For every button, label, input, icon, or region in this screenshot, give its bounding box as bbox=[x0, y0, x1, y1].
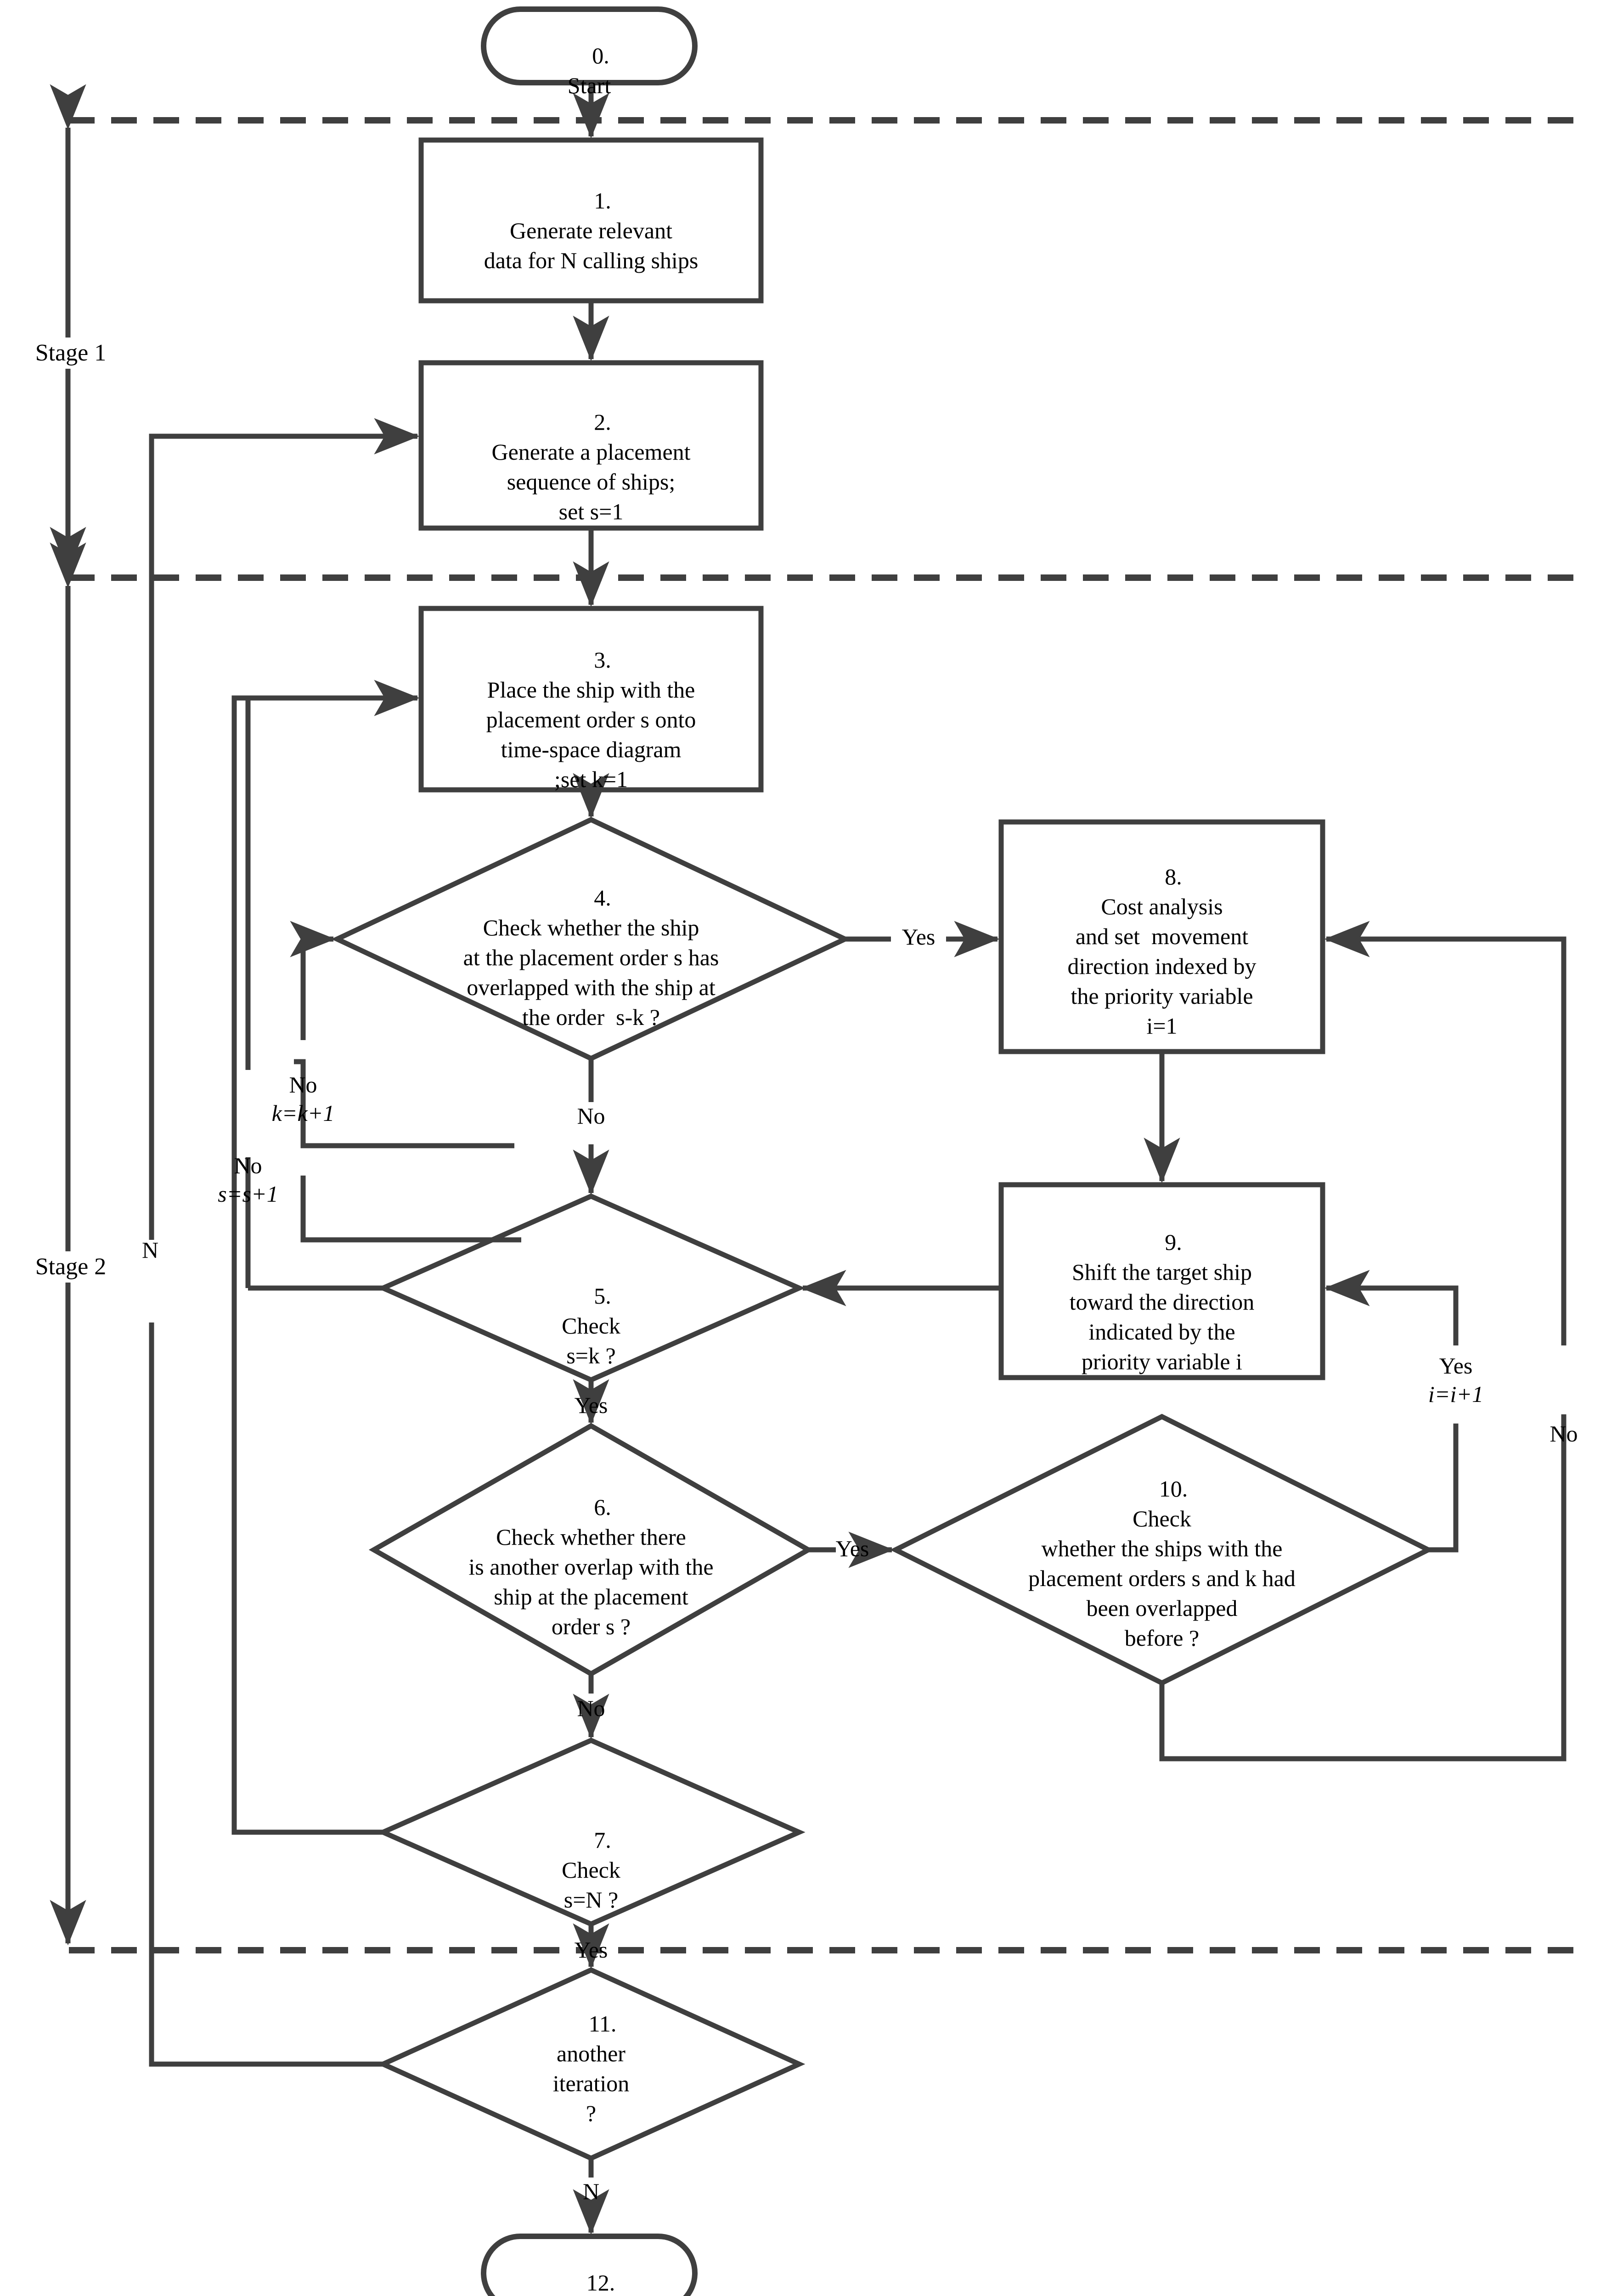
edge-10-no-a bbox=[1159, 1414, 1567, 1761]
node-shape-4 bbox=[331, 816, 851, 1062]
edge-10-yes-b bbox=[1324, 1270, 1459, 1345]
edge-10-no-b bbox=[1324, 921, 1567, 1345]
edge-4-no-loop bbox=[294, 1059, 514, 1148]
node-shape-6 bbox=[368, 1423, 814, 1677]
node-shape-start bbox=[481, 6, 698, 85]
edge-10-yes-a bbox=[1428, 1424, 1459, 1553]
edge-4-no-loop-e bbox=[300, 1176, 521, 1243]
node-shape-5 bbox=[377, 1193, 806, 1383]
node-shape-1 bbox=[418, 137, 764, 304]
edge-5-no-loop-c bbox=[245, 680, 420, 1070]
node-shape-10 bbox=[890, 1413, 1434, 1686]
node-shape-8 bbox=[998, 819, 1325, 1054]
node-shape-2 bbox=[418, 360, 764, 531]
edge-7-no-loop bbox=[231, 695, 417, 1835]
node-shape-9 bbox=[998, 1182, 1325, 1380]
edge-11-yes-b bbox=[149, 418, 420, 1240]
edge-11-yes-a bbox=[149, 1322, 383, 2067]
node-shape-7 bbox=[377, 1737, 806, 1927]
node-shape-11 bbox=[377, 1967, 806, 2161]
node-shape-3 bbox=[418, 606, 764, 793]
node-shape-stop bbox=[481, 2234, 698, 2296]
